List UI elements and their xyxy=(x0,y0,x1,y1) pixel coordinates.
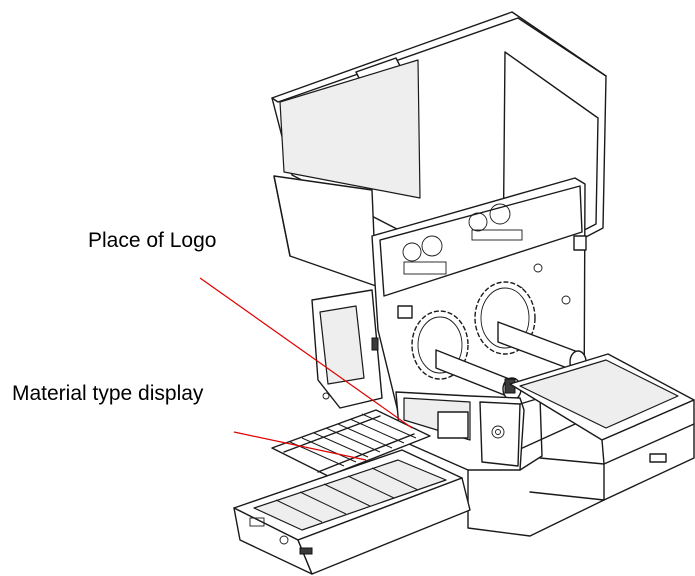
spool-sticker xyxy=(402,203,523,275)
material-leader-line xyxy=(233,431,367,461)
leader-lines xyxy=(199,277,413,461)
print-mechanism xyxy=(395,391,543,471)
ribbon-spools xyxy=(411,281,587,401)
front-drawer xyxy=(233,449,471,575)
display-panel xyxy=(311,289,383,409)
material-type-display-label: Material type display xyxy=(12,382,204,405)
logo-leader-line xyxy=(199,277,413,429)
place-of-logo-label: Place of Logo xyxy=(88,229,217,252)
right-tray xyxy=(467,353,695,537)
